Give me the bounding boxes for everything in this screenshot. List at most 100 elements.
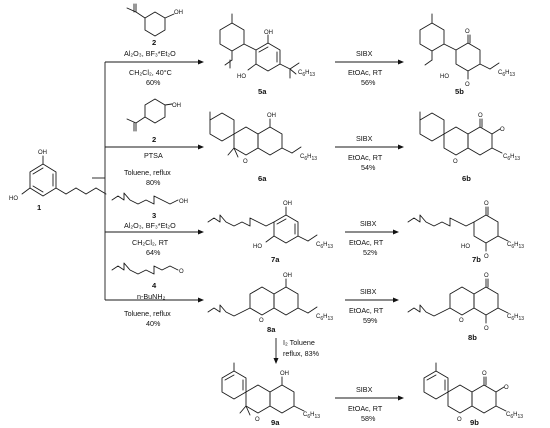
compound-1-structure [21,155,107,197]
compound-9b-o-ring: O [457,417,462,423]
ox9-cond: EtOAc, RT [348,404,383,413]
compound-1-oh-top: OH [38,150,47,156]
cond-r3-line1: Al₂O₃, BF₃*Et₂O [124,221,176,230]
compound-6b-c6h13: C6H13 [503,154,520,162]
compound-3-structure [111,192,179,205]
compound-2b-oh: OH [172,103,181,109]
compound-5b-o-bottom: O [465,82,470,88]
compound-7b-ho: HO [461,244,470,250]
compound-6a-label: 6a [258,174,267,183]
compound-8a-oh: OH [283,273,292,279]
compound-7b-o-top: O [484,201,489,207]
ox7-reagent: SIBX [360,219,377,228]
cond-r1-yield: 60% [146,78,161,87]
cond-r2-line1: PTSA [144,151,163,160]
compound-5a-ho: HO [237,74,246,80]
ox8-cond: EtOAc, RT [349,306,384,315]
compound-8a-label: 8a [267,325,276,334]
cond-r3-yield: 64% [146,248,161,257]
arrow-8a-9a [273,338,279,364]
arrow-6a-6b [335,144,404,150]
cond-r2-yield: 80% [146,178,161,187]
compound-2b-label: 2 [152,135,156,144]
compound-8b-o-bottom: O [484,326,489,332]
compound-8b-label: 8b [468,333,477,342]
compound-9a-c6h13: C6H13 [303,412,320,420]
compound-7b-c6h13: C6H13 [507,242,524,250]
ox8-yield: 59% [363,316,378,325]
compound-9b-structure [423,362,507,414]
compound-2a-oh: OH [174,10,183,16]
compound-5b-c6h13: C6H13 [498,70,515,78]
compound-1-label: 1 [37,203,42,212]
compound-5a-label: 5a [258,87,267,96]
compound-9b-o-top: O [482,371,487,377]
compound-5b-ho: HO [440,74,449,80]
cond-r4-line1: n-BuNH₂ [137,292,166,301]
compound-7a-c6h13: C6H13 [316,242,333,250]
compound-6b-label: 6b [462,174,471,183]
compound-5b-structure [419,13,500,80]
compound-6b-o-right: O [500,127,505,133]
compound-6a-oh: OH [267,113,276,119]
compound-7a-structure [207,206,318,244]
compound-6b-structure [419,111,503,156]
compound-7a-label: 7a [271,255,280,264]
compound-7b-structure [407,206,509,252]
compound-7b-label: 7b [472,255,481,264]
compound-6a-structure [209,111,302,158]
compound-6a-c6h13: C6H13 [300,154,317,162]
compound-6a-o: O [243,159,248,165]
compound-7a-ho: HO [253,244,262,250]
compound-3-oh: OH [179,199,188,205]
compound-7b-o-bottom: O [484,254,489,260]
compound-2b-structure [126,98,173,132]
ox8-reagent: SIBX [360,287,377,296]
cond-r3-line2: CH₂Cl₂, RT [132,238,169,247]
ox7-yield: 52% [363,248,378,257]
cond-r4-yield: 40% [146,319,161,328]
cond-r2-line2: Toluene, reflux [124,168,171,177]
arrow-7a-7b [345,229,399,235]
compound-9b-label: 9b [470,418,479,427]
compound-9b-c6h13: C6H13 [506,412,523,420]
compound-7a-oh: OH [283,201,292,207]
ox7-cond: EtOAc, RT [349,238,384,247]
ox9-reagent: SIBX [356,385,373,394]
cyc-line2: reflux, 83% [283,349,320,358]
compound-5a-c6h13: C6H13 [298,70,315,78]
compound-4-o: O [179,269,184,275]
compound-8a-o: O [259,318,264,324]
ox9-yield: 58% [361,414,376,423]
compound-2a-label: 2 [152,38,156,47]
cyc-line1: I₂ Toluene [283,338,315,347]
ox5-cond: EtOAc, RT [348,68,383,77]
compound-9a-oh: OH [280,371,289,377]
compound-9a-o: O [255,417,260,423]
compound-8b-o-ring: O [459,318,464,324]
cond-r1-line1: Al₂O₃, BF₃*Et₂O [124,49,176,58]
compound-9a-label: 9a [271,418,280,427]
compound-1-ho: HO [9,196,18,202]
compound-8a-c6h13: C6H13 [316,314,333,322]
compound-5b-o-top: O [465,29,470,35]
ox6-reagent: SIBX [356,134,373,143]
compound-5a-structure [219,13,300,79]
arrow-8a-8b [345,297,399,303]
compound-4-structure [111,262,179,275]
compound-8b-o-top: O [484,273,489,279]
cond-r4-line2: Toluene, reflux [124,309,171,318]
compound-2a-structure [126,3,175,37]
compound-8b-structure [407,278,509,324]
compound-5b-label: 5b [455,87,464,96]
compound-9a-structure [221,362,305,416]
compound-9b-o-right: O [504,385,509,391]
arrow-9a-9b [335,395,404,401]
compound-8b-c6h13: C6H13 [507,314,524,322]
ox5-reagent: SIBX [356,49,373,58]
compound-8a-structure [207,278,318,317]
compound-6b-o-ring: O [453,159,458,165]
arrow-5a-5b [335,59,404,65]
compound-4-label: 4 [152,281,157,290]
